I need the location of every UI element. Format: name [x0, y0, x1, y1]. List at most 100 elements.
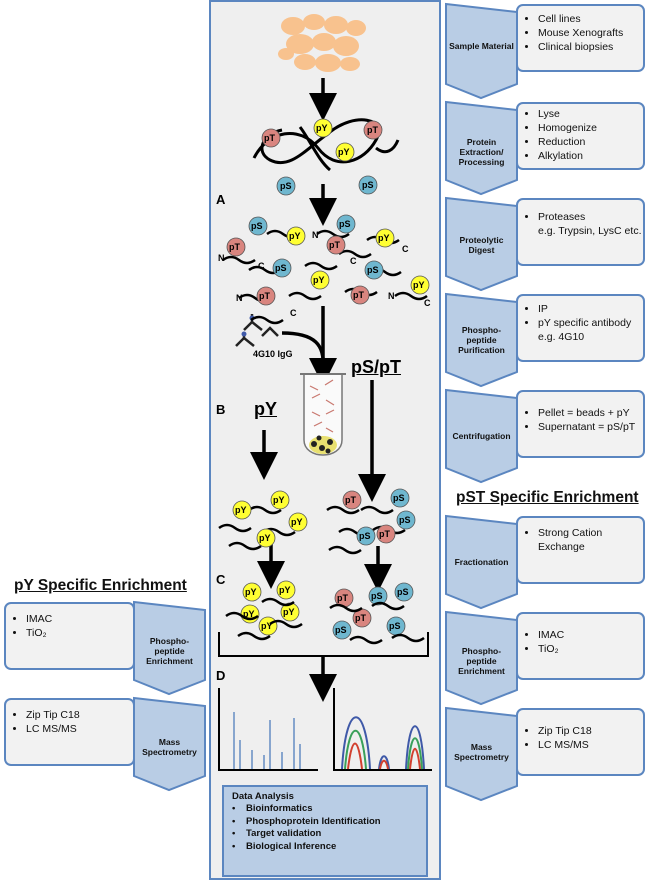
- label-pt: pT: [367, 125, 378, 135]
- label-n: N: [388, 291, 395, 301]
- label-py: pY: [291, 517, 303, 527]
- label-py: pY: [243, 609, 255, 619]
- step-label-phosphopeptide-purification: Phospho-peptide Purification: [458, 325, 505, 355]
- panel-letter-d: D: [216, 668, 226, 683]
- detail-item: e.g. Trypsin, LysC etc.: [538, 225, 642, 237]
- detail-box-mass-spec-right: Zip Tip C18LC MS/MS: [516, 708, 645, 776]
- detail-item: Clinical biopsies: [538, 40, 639, 54]
- label-py: pY: [279, 585, 291, 595]
- detail-box-fractionation: Strong Cation Exchange: [516, 516, 645, 584]
- label-ps: pS: [280, 181, 292, 191]
- label-c: C: [258, 261, 265, 271]
- detail-item: IMAC: [26, 612, 129, 626]
- data-analysis-item: Bioinformatics: [232, 803, 426, 816]
- label-pt: pT: [337, 593, 348, 603]
- detail-item: LC MS/MS: [538, 738, 639, 752]
- label-py: pY: [235, 505, 247, 515]
- label-pt: pT: [345, 495, 356, 505]
- centrifuge-tube: [300, 373, 346, 456]
- right-chevrons: [445, 2, 518, 802]
- data-analysis-box: Data Analysis Bioinformatics Phosphoprot…: [222, 785, 428, 877]
- label-ps: pS: [367, 265, 379, 275]
- panel-letter-c: C: [216, 572, 226, 587]
- left-chevrons: [133, 600, 206, 792]
- data-analysis-item: Biological Inference: [232, 841, 426, 854]
- chevron-protein-extraction: [445, 100, 518, 196]
- step-label-mass-spectrometry: Mass Spectrometry: [454, 742, 509, 762]
- label-ps: pS: [362, 180, 374, 190]
- label-py: pY: [289, 231, 301, 241]
- label-py: pY: [413, 280, 425, 290]
- detail-item: TiO₂: [26, 626, 129, 640]
- data-analysis-item: Target validation: [232, 828, 426, 841]
- label-ps: pS: [371, 591, 383, 601]
- step-label-centrifugation: Centrifugation: [452, 431, 511, 441]
- label-pt: pT: [264, 133, 275, 143]
- flow-arrows: [250, 78, 392, 702]
- chevron-phosphopeptide-purification: [445, 292, 518, 388]
- chevron-mass-spec-left: [133, 696, 206, 792]
- label-py: pY: [261, 621, 273, 631]
- label-pt: pT: [259, 291, 270, 301]
- detail-item: Proteases: [538, 210, 639, 224]
- detail-item: IMAC: [538, 628, 639, 642]
- label-py: pY: [273, 495, 285, 505]
- detail-box-phosphopeptide-enrichment-left: IMACTiO₂: [4, 602, 135, 670]
- step-label-protein-extraction: Protein Extraction/ Processing: [458, 137, 505, 167]
- detail-item: Lyse: [538, 107, 639, 121]
- label-n: N: [236, 293, 243, 303]
- label-py: pY: [313, 275, 325, 285]
- detail-box-mass-spec-left: Zip Tip C18LC MS/MS: [4, 698, 135, 766]
- detail-item: Strong Cation Exchange: [538, 526, 630, 554]
- chevron-sample-material: [445, 2, 518, 100]
- label-pt: pT: [353, 290, 364, 300]
- data-analysis-title: Data Analysis: [232, 791, 294, 802]
- label-pt: pT: [379, 529, 390, 539]
- detail-item: Reduction: [538, 135, 639, 149]
- detail-item: Supernatant = pS/pT: [538, 420, 639, 434]
- detail-box-centrifugation: Pellet = beads + pYSupernatant = pS/pT: [516, 390, 645, 458]
- detail-item: LC MS/MS: [26, 722, 129, 736]
- label-py: pY: [338, 147, 350, 157]
- label-py: pY: [283, 607, 295, 617]
- label-py: pY: [259, 533, 271, 543]
- label-pt: pT: [355, 613, 366, 623]
- ms-chromatogram-right: [333, 688, 432, 771]
- label-c: C: [290, 308, 297, 318]
- label-c: C: [424, 298, 431, 308]
- label-c: C: [402, 244, 409, 254]
- ms-spectrum-left: [218, 688, 318, 771]
- label-pt: pT: [229, 242, 240, 252]
- step-label-fractionation: Fractionation: [454, 557, 509, 567]
- label-n: N: [218, 253, 225, 263]
- label-ps: pS: [393, 493, 405, 503]
- detail-item: Homogenize: [538, 121, 639, 135]
- label-py: pY: [245, 587, 257, 597]
- detail-item: Zip Tip C18: [26, 708, 129, 722]
- detail-item: Zip Tip C18: [538, 724, 639, 738]
- label-ps: pS: [397, 587, 409, 597]
- detail-box-phosphopeptide-enrichment-right: IMACTiO₂: [516, 612, 645, 680]
- detail-item: Mouse Xenografts: [538, 26, 639, 40]
- right-section-heading: pST Specific Enrichment: [456, 489, 639, 506]
- detail-item: e.g. 4G10: [538, 331, 585, 343]
- detail-item: pY specific antibody: [538, 316, 639, 330]
- detail-item: Cell lines: [538, 12, 639, 26]
- chevron-mass-spec-right: [445, 706, 518, 802]
- chevron-phosphopeptide-enrichment-left: [133, 600, 206, 696]
- detail-item: TiO₂: [538, 642, 639, 656]
- label-c: C: [350, 256, 357, 266]
- protein-phospho-sites: [261, 118, 383, 196]
- antibody-label: 4G10 IgG: [253, 349, 293, 359]
- detail-box-sample-material: Cell linesMouse XenograftsClinical biops…: [516, 4, 645, 72]
- detail-box-protein-extraction: LyseHomogenizeReductionAlkylation: [516, 102, 645, 170]
- label-py: pY: [316, 123, 328, 133]
- sample-material-cells: [278, 14, 366, 72]
- label-py: pY: [378, 233, 390, 243]
- label-ps: pS: [251, 221, 263, 231]
- detail-item: Pellet = beads + pY: [538, 406, 639, 420]
